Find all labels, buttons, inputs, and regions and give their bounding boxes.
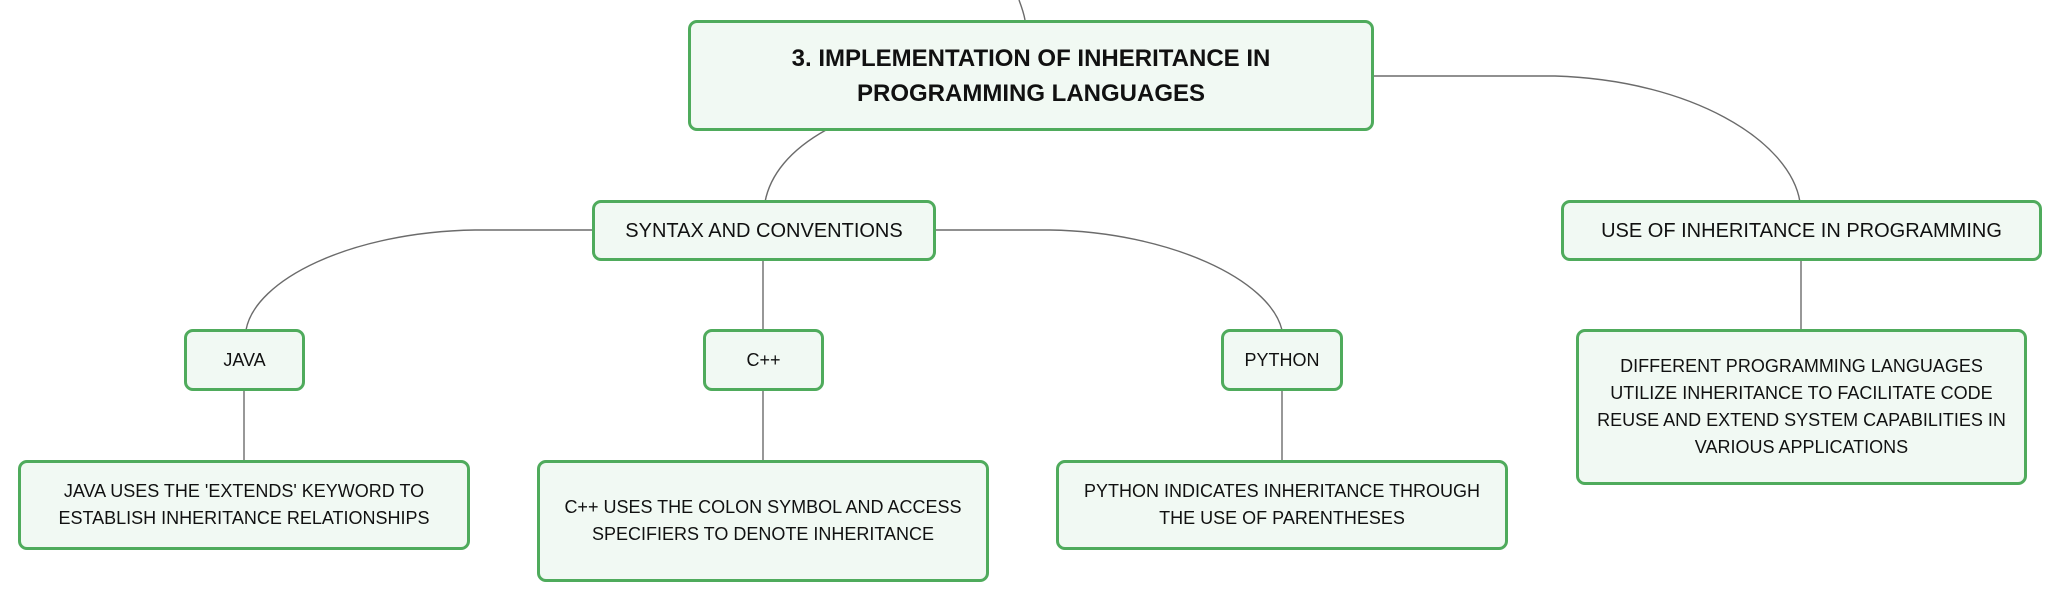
detail-usage-text: DIFFERENT PROGRAMMING LANGUAGES UTILIZE … <box>1597 356 2006 457</box>
connector-syntax-to-python <box>935 229 1283 331</box>
subtopic-python[interactable]: PYTHON <box>1221 329 1343 391</box>
topic-syntax-and-conventions[interactable]: SYNTAX AND CONVENTIONS <box>592 200 936 261</box>
detail-java[interactable]: JAVA USES THE 'EXTENDS' KEYWORD TO ESTAB… <box>18 460 470 550</box>
connector-parent-to-root <box>1018 0 1026 21</box>
root-topic-label: 3. IMPLEMENTATION OF INHERITANCE IN PROG… <box>791 44 1271 107</box>
root-topic-node[interactable]: 3. IMPLEMENTATION OF INHERITANCE IN PROG… <box>688 20 1374 131</box>
subtopic-java[interactable]: JAVA <box>184 329 305 391</box>
connector-root-to-syntax <box>764 129 827 203</box>
detail-cpp-text: C++ USES THE COLON SYMBOL AND ACCESS SPE… <box>564 497 962 544</box>
subtopic-python-label: PYTHON <box>1244 350 1320 370</box>
topic-use-of-inheritance[interactable]: USE OF INHERITANCE IN PROGRAMMING <box>1561 200 2042 261</box>
subtopic-java-label: JAVA <box>223 350 266 370</box>
subtopic-cpp[interactable]: C++ <box>703 329 824 391</box>
subtopic-cpp-label: C++ <box>746 350 781 370</box>
connector-root-to-usage <box>1373 75 1801 203</box>
topic-syntax-label: SYNTAX AND CONVENTIONS <box>625 219 903 242</box>
topic-usage-label: USE OF INHERITANCE IN PROGRAMMING <box>1601 219 2002 242</box>
detail-python[interactable]: PYTHON INDICATES INHERITANCE THROUGH THE… <box>1056 460 1508 550</box>
connector-syntax-to-java <box>245 229 592 331</box>
detail-java-text: JAVA USES THE 'EXTENDS' KEYWORD TO ESTAB… <box>58 481 430 528</box>
detail-usage[interactable]: DIFFERENT PROGRAMMING LANGUAGES UTILIZE … <box>1576 329 2027 485</box>
detail-cpp[interactable]: C++ USES THE COLON SYMBOL AND ACCESS SPE… <box>537 460 989 582</box>
detail-python-text: PYTHON INDICATES INHERITANCE THROUGH THE… <box>1083 481 1481 528</box>
